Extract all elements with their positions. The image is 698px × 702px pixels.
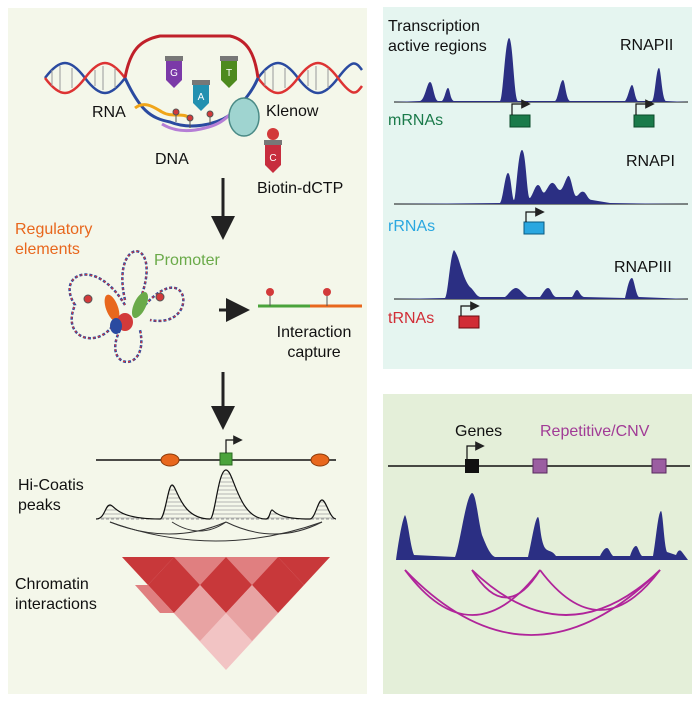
chromatin-label-2: interactions	[15, 596, 97, 613]
dna-label: DNA	[155, 151, 189, 168]
regulatory-elements-label-1: Regulatory	[15, 221, 92, 238]
nucleotide-c-biotin-icon: C	[264, 128, 282, 173]
rnapiii-label: RNAPIII	[614, 259, 672, 276]
nucleotide-g-icon: G	[165, 56, 183, 88]
new-dna-strand	[161, 111, 234, 133]
mrnas-label: mRNAs	[388, 112, 443, 129]
svg-text:T: T	[226, 68, 232, 79]
coverage-track	[396, 493, 688, 560]
klenow-enzyme-icon	[228, 97, 260, 137]
repetitive-interaction-arcs	[404, 569, 661, 636]
rnapi-label: RNAPI	[626, 153, 675, 170]
repetitive-cnv-label: Repetitive/CNV	[540, 423, 650, 440]
interaction-label-2: capture	[287, 344, 340, 361]
nucleotide-t-icon: T	[220, 56, 238, 88]
hicoatis-track	[95, 435, 337, 542]
rnapi-track: RNAPI	[394, 150, 688, 205]
interaction-label-1: Interaction	[277, 324, 352, 341]
svg-text:C: C	[269, 153, 276, 164]
regulatory-elements-label-2: elements	[15, 241, 80, 258]
rnapii-track: RNAPII	[394, 37, 688, 103]
rrnas-label: rRNAs	[388, 218, 435, 235]
trnas-label: tRNAs	[388, 310, 434, 327]
hicoatis-label-1: Hi-Coatis	[18, 477, 84, 494]
rnapiii-track: RNAPIII	[394, 250, 688, 300]
transcription-label-1: Transcription	[388, 18, 480, 35]
chromatin-label-1: Chromatin	[15, 576, 89, 593]
svg-text:G: G	[170, 68, 178, 79]
biotin-pins	[172, 108, 214, 128]
nucleotide-a-icon: A	[192, 80, 210, 111]
transcription-label-2: active regions	[388, 38, 487, 55]
chromatin-loop-diagram	[68, 250, 185, 364]
svg-text:A: A	[198, 92, 205, 103]
genes-track	[388, 441, 690, 474]
dna-top-strand	[123, 34, 260, 79]
klenow-labeling-diagram: G A T C RNA DNA Klenow Biotin-dCTP	[44, 34, 363, 197]
rnapii-label: RNAPII	[620, 37, 673, 54]
genes-label: Genes	[455, 423, 502, 440]
trna-gene	[458, 301, 480, 329]
dna-helix-right	[257, 61, 363, 95]
promoter-label: Promoter	[154, 252, 220, 269]
chromatin-interaction-heatmap	[122, 557, 330, 670]
klenow-label: Klenow	[266, 103, 319, 120]
interaction-capture-diagram	[258, 288, 362, 308]
biotin-dctp-label: Biotin-dCTP	[257, 180, 343, 197]
mrna-genes	[509, 99, 655, 128]
dna-helix-left	[44, 61, 126, 95]
rrna-gene	[523, 207, 545, 235]
rna-label: RNA	[92, 104, 126, 121]
rna-strand	[134, 103, 191, 120]
hicoatis-label-2: peaks	[18, 497, 61, 514]
